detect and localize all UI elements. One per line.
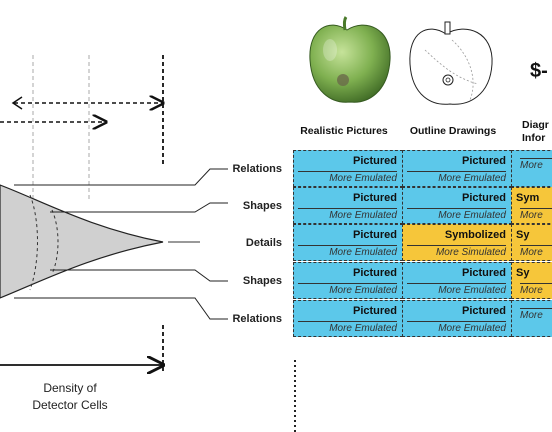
cell-qualifier: More Emulated xyxy=(407,283,506,297)
grid-cell: More xyxy=(511,150,552,187)
row-label-shapes-bottom: Shapes xyxy=(242,275,282,287)
cell-qualifier: More xyxy=(520,245,552,259)
density-caption-line-2: Detector Cells xyxy=(32,398,108,412)
cell-category: Pictured xyxy=(461,267,506,279)
cell-category: Sy xyxy=(516,267,530,279)
connector-relations-top xyxy=(14,168,228,186)
cell-category: Pictured xyxy=(352,192,397,204)
row-label-relations-bottom: Relations xyxy=(232,313,282,325)
outline-apple-icon xyxy=(409,21,493,105)
cell-qualifier: More Emulated xyxy=(298,171,397,185)
cell-category: Sym xyxy=(516,192,540,204)
cell-qualifier: More Emulated xyxy=(298,283,397,297)
row-label-details: Details xyxy=(245,237,282,249)
density-axis-caption: Density of Detector Cells xyxy=(0,380,140,414)
cell-category: Pictured xyxy=(461,155,506,167)
connector-shapes-bottom xyxy=(50,269,228,282)
connector-relations-bottom xyxy=(14,297,228,320)
acuity-funnel xyxy=(0,184,164,299)
grid-cell: More xyxy=(511,300,552,337)
cell-qualifier: More Emulated xyxy=(407,171,506,185)
column-header-realistic-pictures: Realistic Pictures xyxy=(300,125,388,137)
cell-qualifier: More xyxy=(520,158,552,172)
cell-category: Sy xyxy=(516,229,530,241)
dashed-arrow-upper-left-head xyxy=(11,96,23,110)
cell-category: Symbolized xyxy=(444,229,506,241)
cell-qualifier: More Emulated xyxy=(298,321,397,335)
cell-category: Pictured xyxy=(461,305,506,317)
cell-qualifier: More Emulated xyxy=(298,245,397,259)
row-label-relations-top: Relations xyxy=(232,163,282,175)
cell-category: Pictured xyxy=(352,229,397,241)
row-label-shapes-top: Shapes xyxy=(242,200,282,212)
cell-category: Pictured xyxy=(352,155,397,167)
funnel-inner-curve-2 xyxy=(51,209,59,275)
cell-qualifier: More Emulated xyxy=(298,208,397,222)
cell-qualifier: More xyxy=(520,283,552,297)
column-header-outline-drawings: Outline Drawings xyxy=(409,125,497,137)
density-caption-line-1: Density of xyxy=(43,381,97,395)
cell-qualifier: More xyxy=(520,308,552,322)
connector-shapes-top xyxy=(50,202,228,213)
cell-qualifier: More xyxy=(520,208,552,222)
cell-category: Pictured xyxy=(352,267,397,279)
cell-category: Pictured xyxy=(352,305,397,317)
cell-qualifier: More Emulated xyxy=(407,321,506,335)
cell-category: Pictured xyxy=(461,192,506,204)
dollar-symbol-icon: $- xyxy=(530,60,548,82)
column-header-diagrams: Diagr Infor xyxy=(522,119,549,144)
funnel-inner-curve-1 xyxy=(29,194,38,291)
realistic-apple-icon xyxy=(309,16,391,103)
cell-qualifier: More Simulated xyxy=(407,245,506,259)
cell-qualifier: More Emulated xyxy=(407,208,506,222)
